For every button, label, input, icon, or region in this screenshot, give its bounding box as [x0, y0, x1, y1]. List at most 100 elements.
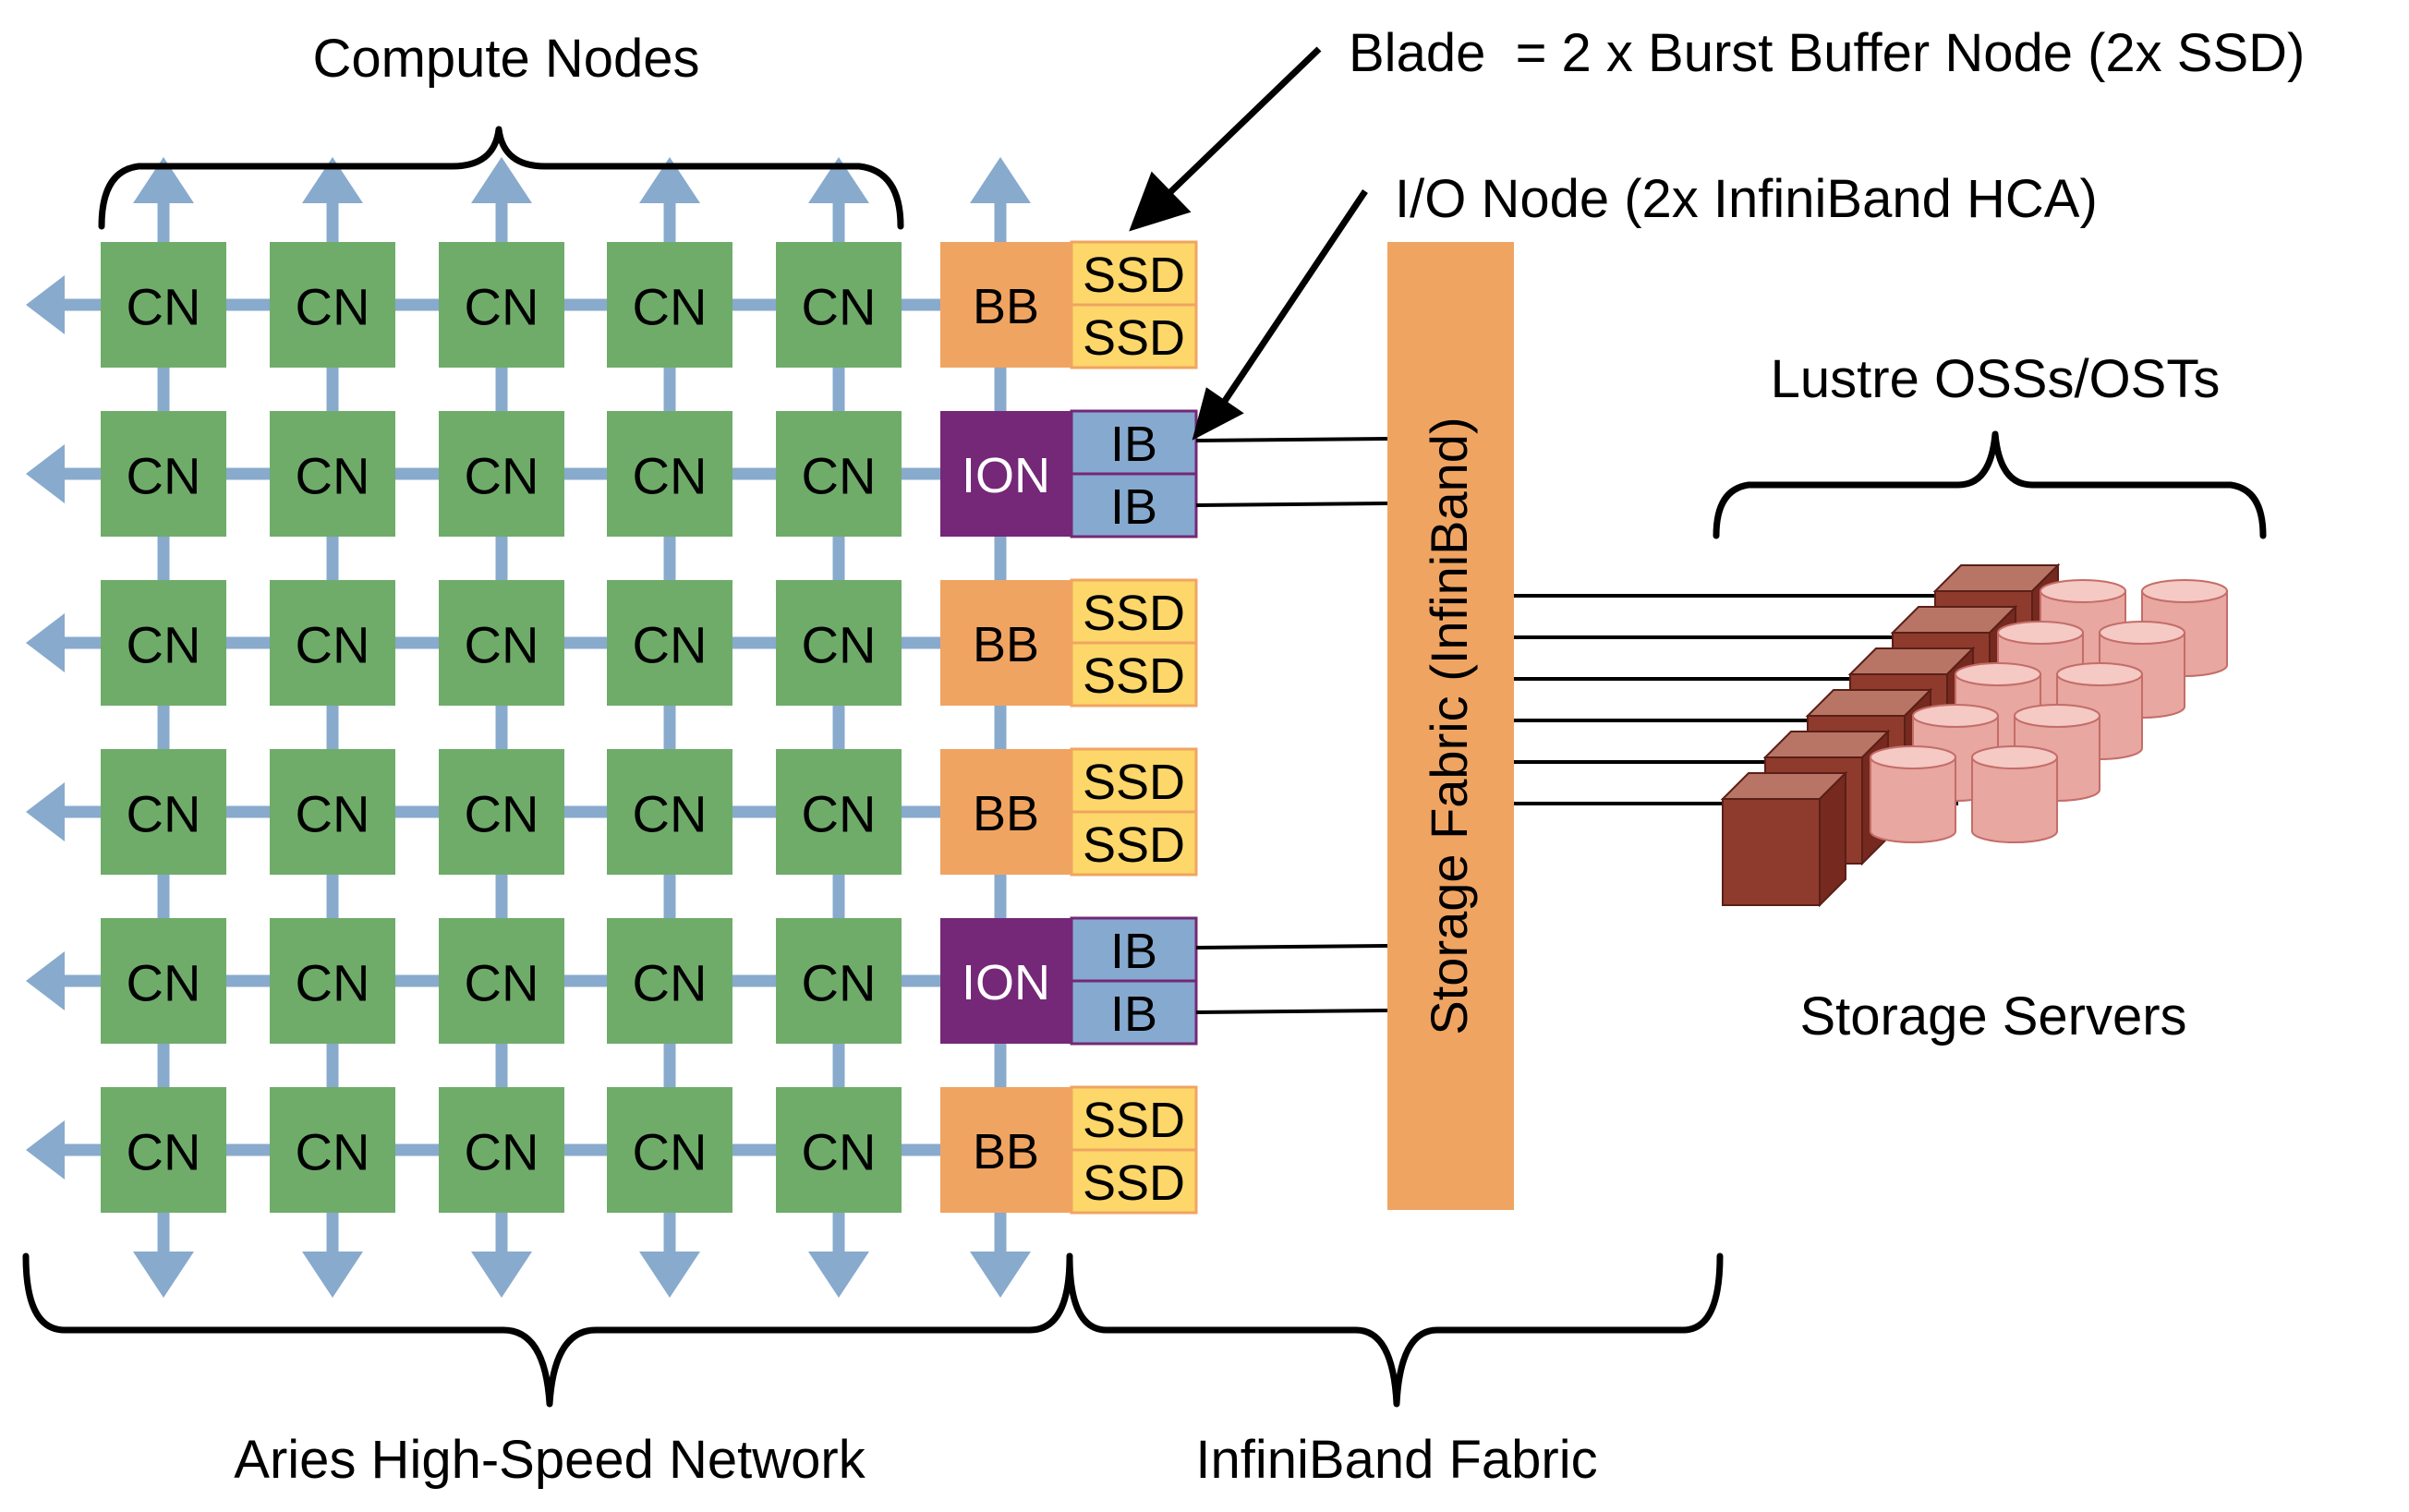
compute-node: CN: [439, 411, 564, 537]
arrow-left-icon: [26, 444, 65, 503]
compute-node-box: [439, 242, 564, 368]
compute-node-box: [607, 580, 732, 706]
compute-node: CN: [101, 242, 226, 368]
burst-buffer-label: BB: [973, 1124, 1039, 1179]
disk-top: [2014, 704, 2100, 728]
compute-node-label: CN: [633, 447, 708, 505]
storage-fabric-bar: [1387, 242, 1514, 1210]
ssd-label: SSD: [1083, 248, 1185, 303]
compute-node-label: CN: [296, 785, 370, 843]
compute-node-label: CN: [802, 447, 877, 505]
aries-brace: [22, 1252, 1073, 1408]
ssd-label: SSD: [1083, 648, 1185, 704]
ib-hca-label: IB: [1110, 417, 1157, 472]
lustre-disk: [1870, 745, 1956, 843]
ib-hca-box: [1070, 916, 1198, 983]
compute-node: CN: [776, 749, 902, 875]
compute-node: CN: [607, 580, 732, 706]
compute-node-box: [776, 918, 902, 1044]
io-node-label: ION: [962, 955, 1050, 1010]
compute-node: CN: [439, 749, 564, 875]
compute-node: CN: [607, 411, 732, 537]
infiniband-cable: [1195, 1009, 1388, 1014]
compute-node-box: [101, 749, 226, 875]
compute-node-box: [439, 749, 564, 875]
storage-fabric: Storage Fabric (InfiniBand): [1387, 242, 1514, 1210]
compute-node: CN: [270, 749, 395, 875]
compute-node-box: [270, 1087, 395, 1213]
burst-buffer-blade: BB SSD SSD: [940, 1085, 1198, 1215]
compute-node-label: CN: [633, 278, 708, 336]
compute-node-label: CN: [633, 616, 708, 674]
arrow-left-icon: [26, 275, 65, 334]
compute-node: CN: [776, 411, 902, 537]
compute-node: CN: [776, 580, 902, 706]
compute-node: CN: [270, 1087, 395, 1213]
disk-top: [1997, 621, 2084, 645]
compute-node-box: [101, 918, 226, 1044]
ssd-label: SSD: [1083, 1093, 1185, 1148]
compute-node-label: CN: [127, 616, 201, 674]
compute-node: CN: [439, 580, 564, 706]
compute-node-box: [607, 1087, 732, 1213]
ib-hca-label: IB: [1110, 924, 1157, 979]
compute-node: CN: [270, 242, 395, 368]
compute-node: CN: [776, 1087, 902, 1213]
arrow-left-icon: [26, 951, 65, 1010]
compute-node: CN: [101, 411, 226, 537]
infiniband-fabric-label: InfiniBand Fabric: [1195, 1430, 1597, 1490]
ion-callout-arrowhead: [1192, 387, 1244, 441]
disk-top: [2056, 662, 2143, 686]
compute-nodes-brace: [98, 126, 904, 230]
burst-buffer-node-box: [940, 580, 1071, 706]
lustre-disk: [1971, 745, 2058, 843]
burst-buffer-node-box: [940, 242, 1071, 368]
io-node-label: ION: [962, 448, 1050, 503]
compute-node-label: CN: [296, 616, 370, 674]
arrow-up-icon: [970, 157, 1031, 203]
ssd-box: [1070, 240, 1198, 307]
disk-top: [2099, 621, 2185, 645]
burst-buffer-label: BB: [973, 617, 1039, 672]
arrow-down-icon: [639, 1252, 700, 1298]
storage-fabric-label: Storage Fabric (InfiniBand): [1420, 417, 1478, 1034]
ssd-box: [1070, 303, 1198, 369]
blade-label: Blade = 2 x Burst Buffer Node (2x SSD): [1349, 23, 2305, 83]
ssd-label: SSD: [1083, 1155, 1185, 1211]
aries-label: Aries High-Speed Network: [234, 1430, 866, 1490]
arrow-down-icon: [471, 1252, 532, 1298]
compute-node-label: CN: [296, 447, 370, 505]
infiniband-cable: [1195, 502, 1388, 507]
lustre-label: Lustre OSSs/OSTs: [1771, 349, 2221, 409]
compute-node-box: [776, 242, 902, 368]
infiniband-cable: [1195, 944, 1388, 950]
compute-node-label: CN: [296, 278, 370, 336]
compute-node-label: CN: [802, 278, 877, 336]
compute-node: CN: [439, 1087, 564, 1213]
arrow-up-icon: [471, 157, 532, 203]
arrow-down-icon: [970, 1252, 1031, 1298]
compute-node-label: CN: [802, 785, 877, 843]
compute-node-label: CN: [465, 1123, 539, 1181]
compute-nodes-label: Compute Nodes: [312, 29, 699, 89]
infiniband-cables: [1195, 437, 1388, 1014]
disk-body: [1870, 756, 1956, 843]
blade-callout-line: [1166, 46, 1322, 197]
io-node-box: [940, 918, 1071, 1044]
compute-node: CN: [270, 411, 395, 537]
arrow-down-icon: [133, 1252, 194, 1298]
arrow-up-icon: [808, 157, 869, 203]
io-node-box: [940, 411, 1071, 537]
ssd-box: [1070, 641, 1198, 708]
compute-node-box: [439, 411, 564, 537]
compute-node-label: CN: [296, 1123, 370, 1181]
braces: [22, 126, 2267, 1408]
compute-node-box: [607, 242, 732, 368]
compute-node-label: CN: [465, 278, 539, 336]
ib-hca-box: [1070, 409, 1198, 476]
arrow-left-icon: [26, 782, 65, 841]
node-grid: CN CN CN CN CN CN CN CN CN CN CN CN CN CN CN CN CN CN CN CN…: [101, 240, 1198, 1215]
compute-node-label: CN: [465, 447, 539, 505]
